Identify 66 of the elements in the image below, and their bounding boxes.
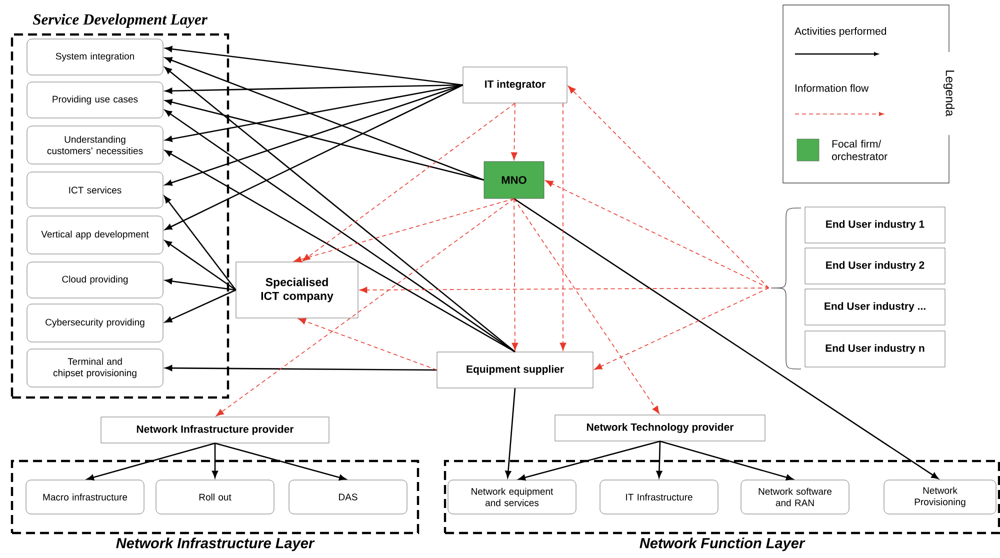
dashed-arrow <box>216 198 514 416</box>
actor-box: Network Technology provider <box>554 414 766 442</box>
arrow <box>165 278 236 291</box>
arrow <box>165 46 463 86</box>
activity-box: Network equipment and services <box>448 480 576 514</box>
node-label: Network Infrastructure Layer <box>116 538 315 552</box>
dashed-arrow <box>514 198 660 414</box>
activity-box: Cloud providing <box>26 262 164 298</box>
dashed-arrow <box>298 318 438 370</box>
arrow <box>214 442 346 480</box>
activity-box: Terminal and chipset provisioning <box>26 348 164 388</box>
arrow <box>164 289 236 323</box>
actor-box: Specialised ICT company <box>236 262 358 318</box>
arrow <box>164 84 464 230</box>
activity-box: Cybersecurity providing <box>26 304 164 342</box>
activity-box: Providing use cases <box>26 82 164 118</box>
arrow <box>660 440 794 480</box>
dashed-arrow <box>594 288 770 370</box>
dashed-arrow <box>302 102 516 262</box>
dashed-arrow <box>294 198 514 263</box>
arrow <box>86 442 216 480</box>
arrow <box>164 240 236 291</box>
arrow <box>514 198 938 480</box>
activity-box: System integration <box>26 38 164 76</box>
arrow <box>165 365 437 372</box>
dashed-arrow <box>568 86 770 288</box>
actor-box: End User industry 2 <box>804 248 946 284</box>
actor-box: End User industry n <box>804 330 946 368</box>
arrow <box>505 388 516 478</box>
activity-box: Roll out <box>156 480 274 514</box>
dashed-arrow <box>545 180 770 288</box>
arrow <box>518 440 660 481</box>
dashed-arrow <box>359 286 770 294</box>
activity-box: Network software and RAN <box>740 480 850 514</box>
actor-box: Network Infrastructure provider <box>100 416 330 444</box>
dashed-arrow <box>560 102 566 351</box>
activity-box: ICT services <box>26 172 164 208</box>
activity-box: Understanding customers’ necessities <box>26 126 164 164</box>
arrow <box>164 57 484 181</box>
arrow <box>164 196 236 290</box>
arrow <box>212 443 218 478</box>
dashed-arrow <box>512 198 518 351</box>
activity-box: Macro infrastructure <box>26 480 144 514</box>
actor-box: IT integrator <box>462 66 568 104</box>
actor-box: End User industry ... <box>804 288 946 326</box>
actor-box: End User industry 1 <box>804 206 946 244</box>
brace <box>770 208 802 370</box>
legend-label: Information flow <box>796 84 869 92</box>
arrow <box>165 84 464 186</box>
node-label: Service Development Layer <box>32 14 208 28</box>
arrow <box>165 99 484 181</box>
node-label: Network Function Layer <box>640 538 806 552</box>
arrow <box>164 150 516 352</box>
activity-box: DAS <box>288 480 408 514</box>
actor-box: MNO <box>484 161 544 199</box>
activity-box: IT Infrastructure <box>600 480 718 514</box>
activity-box: Vertical app development <box>26 216 164 254</box>
legend-label: Activities performed <box>794 27 886 37</box>
arrow <box>656 441 662 478</box>
arrow <box>165 84 463 142</box>
legend-label: Focal firm/ orchestrator <box>832 140 888 160</box>
legend-title: Legenda <box>943 70 955 116</box>
dashed-arrow <box>510 102 518 160</box>
arrow <box>165 84 463 94</box>
actor-box: Equipment supplier <box>436 352 594 388</box>
activity-box: Network Provisioning <box>884 480 996 514</box>
